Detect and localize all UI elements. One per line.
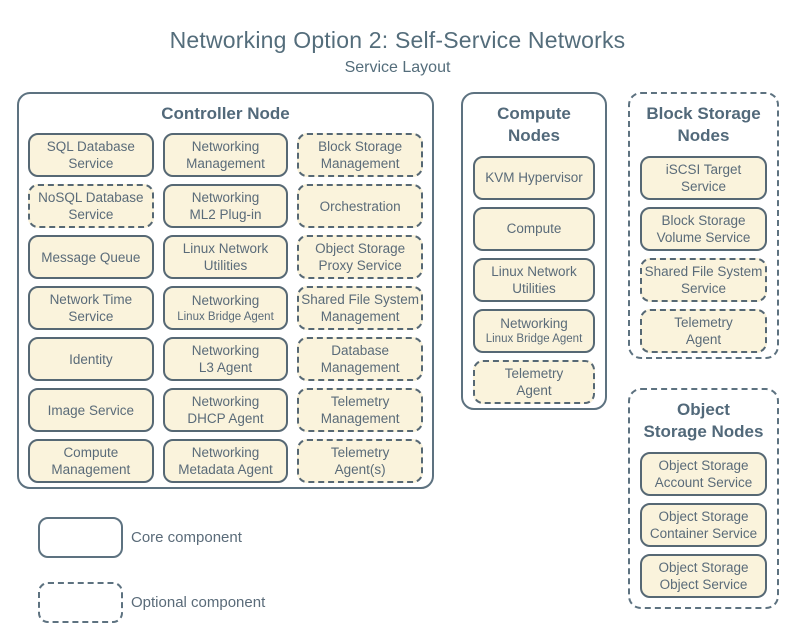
- service-networking-l3-agent: Networking L3 Agent: [162, 337, 289, 382]
- legend-core-swatch: [38, 517, 123, 558]
- controller-node-services: SQL Database Service Networking Manageme…: [19, 133, 432, 484]
- service-networking-ml2-plugin: Networking ML2 Plug-in: [162, 184, 289, 229]
- service-message-queue: Message Queue: [28, 235, 154, 280]
- service-block-storage-management: Block Storage Management: [297, 133, 423, 178]
- compute-nodes-title: Compute Nodes: [497, 104, 571, 146]
- service-shared-file-system-service: Shared File System Service: [640, 257, 767, 302]
- service-database-management: Database Management: [297, 337, 423, 382]
- compute-nodes-services: KVM Hypervisor Compute Linux Network Uti…: [463, 155, 605, 404]
- block-storage-nodes-title: Block Storage Nodes: [646, 104, 761, 146]
- service-telemetry-agent-compute: Telemetry Agent: [473, 359, 595, 404]
- service-networking-metadata-agent: Networking Metadata Agent: [162, 439, 289, 484]
- service-sql-database-service: SQL Database Service: [28, 133, 154, 178]
- service-compute: Compute: [473, 206, 595, 251]
- service-networking-dhcp-agent: Networking DHCP Agent: [162, 388, 289, 433]
- service-linux-network-utilities: Linux Network Utilities: [162, 235, 289, 280]
- object-storage-nodes-services: Object Storage Account Service Object St…: [630, 451, 777, 598]
- object-storage-nodes-title: Object Storage Nodes: [643, 400, 764, 442]
- compute-nodes-group: Compute Nodes KVM Hypervisor Compute Lin…: [461, 92, 607, 410]
- service-networking-linux-bridge-agent-compute: Networking Linux Bridge Agent: [473, 308, 595, 353]
- controller-node-title: Controller Node: [161, 104, 290, 123]
- object-storage-nodes-group: Object Storage Nodes Object Storage Acco…: [628, 388, 779, 609]
- service-shared-file-system-management: Shared File System Management: [297, 286, 423, 331]
- service-object-storage-container-service: Object Storage Container Service: [640, 502, 767, 547]
- diagram-subtitle: Service Layout: [344, 59, 451, 76]
- service-block-storage-volume-service: Block Storage Volume Service: [640, 206, 767, 251]
- service-identity: Identity: [28, 337, 154, 382]
- service-object-storage-account-service: Object Storage Account Service: [640, 451, 767, 496]
- legend-core-label: Core component: [131, 529, 242, 546]
- service-linux-network-utilities-compute: Linux Network Utilities: [473, 257, 595, 302]
- service-orchestration: Orchestration: [297, 184, 423, 229]
- service-networking-linux-bridge-agent: Networking Linux Bridge Agent: [162, 286, 289, 331]
- service-network-time-service: Network Time Service: [28, 286, 154, 331]
- service-compute-management: Compute Management: [28, 439, 154, 484]
- service-networking-management: Networking Management: [162, 133, 289, 178]
- service-iscsi-target-service: iSCSI Target Service: [640, 155, 767, 200]
- legend-optional-swatch: [38, 582, 123, 623]
- service-nosql-database-service: NoSQL Database Service: [28, 184, 154, 229]
- service-telemetry-management: Telemetry Management: [297, 388, 423, 433]
- service-image-service: Image Service: [28, 388, 154, 433]
- service-telemetry-agent-block: Telemetry Agent: [640, 308, 767, 353]
- block-storage-nodes-group: Block Storage Nodes iSCSI Target Service…: [628, 92, 779, 359]
- service-object-storage-proxy-service: Object Storage Proxy Service: [297, 235, 423, 280]
- service-kvm-hypervisor: KVM Hypervisor: [473, 155, 595, 200]
- block-storage-nodes-services: iSCSI Target Service Block Storage Volum…: [630, 155, 777, 353]
- service-telemetry-agents: Telemetry Agent(s): [297, 439, 423, 484]
- controller-node-group: Controller Node SQL Database Service Net…: [17, 92, 434, 489]
- service-object-storage-object-service: Object Storage Object Service: [640, 553, 767, 598]
- diagram-title: Networking Option 2: Self-Service Networ…: [169, 27, 626, 53]
- legend-optional-label: Optional component: [131, 594, 266, 611]
